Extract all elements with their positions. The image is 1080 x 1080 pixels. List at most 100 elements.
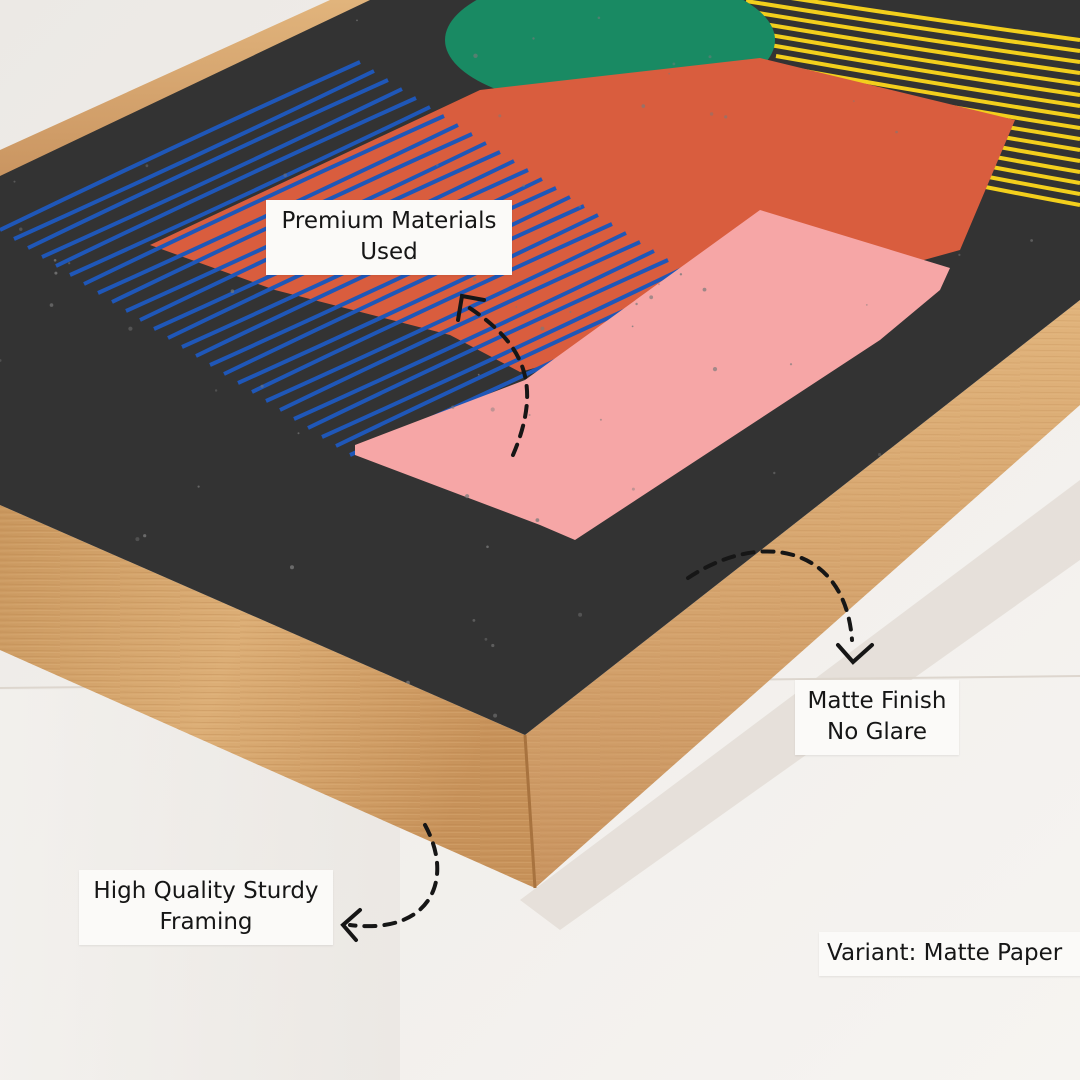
speckle: [709, 112, 714, 116]
speckle: [773, 471, 776, 475]
speckle: [878, 453, 882, 457]
variant-text: Variant: Matte Paper: [827, 940, 1063, 966]
speckle: [19, 227, 23, 231]
speckle: [200, 224, 202, 226]
speckle: [515, 306, 518, 308]
callout-framing-line2: Framing: [159, 909, 253, 935]
callout-sturdy-framing: High Quality Sturdy Framing: [79, 870, 333, 945]
speckle: [491, 643, 495, 648]
speckle: [578, 612, 583, 617]
speckle: [702, 287, 707, 292]
frame-right-grain: [525, 300, 1080, 888]
speckle: [649, 295, 654, 300]
yellow-stripe: [751, 10, 1080, 64]
speckle: [679, 273, 683, 276]
speckle: [54, 271, 58, 275]
speckle: [493, 713, 498, 718]
blue-stripe: [307, 258, 669, 430]
blue-stripe: [237, 213, 599, 385]
blue-stripe: [69, 105, 431, 277]
speckle: [865, 304, 868, 306]
speckle: [128, 326, 133, 331]
blue-stripe: [0, 60, 361, 232]
blue-stripe: [293, 249, 655, 421]
speckle: [724, 115, 728, 119]
yellow-stripe: [757, 21, 1080, 75]
blue-stripe: [83, 114, 445, 286]
speckle: [260, 384, 264, 388]
speckle: [135, 537, 140, 542]
dashed-curved-arrow-down-icon: [686, 549, 854, 642]
speckle: [540, 326, 545, 331]
speckle: [522, 184, 525, 187]
frame-left-grain: [0, 505, 535, 888]
speckle: [451, 405, 455, 409]
blue-stripe: [321, 267, 683, 439]
yellow-stripe: [763, 32, 1080, 86]
speckle: [214, 389, 218, 392]
yellow-stripe: [769, 43, 1080, 97]
speckle: [708, 55, 712, 59]
speckle: [436, 163, 439, 167]
speckle: [477, 373, 480, 376]
speckle: [895, 130, 898, 134]
speckle: [569, 311, 572, 313]
speckle: [13, 180, 16, 183]
speckle: [535, 518, 540, 522]
blue-stripes: [0, 60, 711, 457]
speckle: [230, 289, 235, 294]
speckle: [635, 302, 638, 306]
blue-stripe: [27, 78, 389, 250]
speckle: [532, 37, 535, 40]
speckle: [599, 418, 602, 421]
speckle: [641, 104, 646, 108]
frame-corner-edge: [523, 734, 537, 889]
speckle: [49, 303, 54, 307]
speckle: [356, 19, 358, 22]
variant-label: Variant: Matte Paper: [819, 932, 1080, 976]
speckle: [490, 407, 495, 412]
speckle: [53, 259, 57, 262]
speckle: [290, 565, 294, 570]
speckle: [631, 487, 635, 491]
speckle: [672, 62, 676, 66]
speckle: [852, 100, 855, 103]
speckle: [197, 485, 200, 488]
yellow-stripe: [745, 0, 1080, 53]
dashed-curved-arrow-down-icon: [836, 643, 874, 665]
callout-matte-finish: Matte Finish No Glare: [795, 680, 959, 755]
speckle: [712, 367, 718, 372]
speckle: [145, 164, 149, 168]
dashed-curved-arrow-left-icon: [340, 908, 362, 942]
speckle: [473, 53, 478, 58]
blue-stripe: [209, 195, 571, 367]
speckle: [68, 262, 71, 265]
speckle: [297, 432, 300, 435]
blue-stripe: [265, 231, 627, 403]
speckle: [484, 637, 488, 641]
blue-stripe: [55, 96, 417, 268]
speckle: [958, 253, 961, 256]
speckle: [465, 494, 470, 499]
pink-block: [355, 210, 950, 540]
speckle: [589, 243, 592, 246]
blue-stripe: [41, 87, 403, 259]
speckle: [658, 283, 660, 286]
yellow-stripe: [775, 54, 1080, 108]
speckle: [473, 277, 477, 281]
speckle: [486, 545, 489, 549]
speckle: [578, 205, 582, 208]
yellow-stripe: [739, 0, 1080, 42]
callout-framing-line1: High Quality Sturdy: [93, 878, 319, 904]
callout-premium-line2: Used: [360, 239, 418, 265]
blue-stripe: [251, 222, 613, 394]
speckle: [498, 114, 502, 118]
callout-matte-line2: No Glare: [827, 719, 927, 745]
blue-stripe: [223, 204, 585, 376]
speckle: [143, 534, 147, 538]
speckle: [528, 414, 531, 416]
speckle: [472, 619, 476, 622]
speckle: [0, 359, 2, 362]
blue-stripe: [279, 240, 641, 412]
